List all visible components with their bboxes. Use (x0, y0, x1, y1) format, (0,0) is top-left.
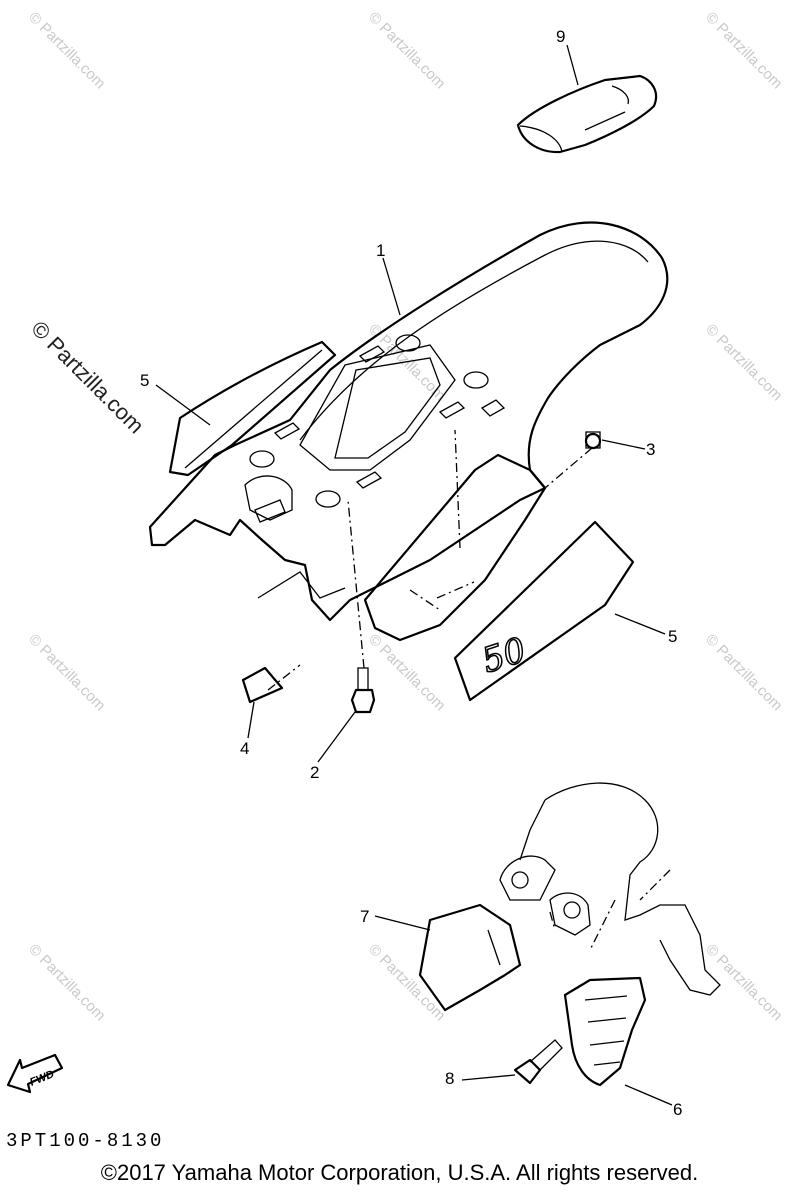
callout-2: 2 (310, 763, 319, 782)
callout-3: 3 (646, 440, 655, 459)
frame-bracket (499, 782, 721, 996)
callout-4: 4 (240, 739, 249, 758)
watermark-grid: © Partzilla.com © Partzilla.com © Partzi… (25, 9, 785, 1024)
watermark: © Partzilla.com (702, 321, 785, 404)
part-7-cover (418, 903, 522, 1012)
watermark: © Partzilla.com (25, 941, 108, 1024)
assembly-lines (267, 429, 671, 951)
fwd-label: FWD (28, 1068, 56, 1089)
watermark: © Partzilla.com (365, 941, 448, 1024)
watermark: © Partzilla.com (702, 941, 785, 1024)
part-5-left-decal (168, 340, 337, 477)
watermark: © Partzilla.com (702, 9, 785, 92)
callout-6: 6 (673, 1100, 682, 1119)
callout-9: 9 (556, 27, 565, 46)
callout-5a: 5 (140, 371, 149, 390)
part-6-guard (563, 976, 647, 1087)
part-4-patch (241, 666, 284, 704)
callout-8: 8 (445, 1069, 454, 1088)
watermark: © Partzilla.com (25, 9, 108, 92)
watermark: © Partzilla.com (365, 631, 448, 714)
watermark: © Partzilla.com (702, 631, 785, 714)
watermark: © Partzilla.com (365, 321, 448, 404)
diagram-code: 3PT100-8130 (6, 1130, 165, 1152)
copyright-notice: ©2017 Yamaha Motor Corporation, U.S.A. A… (100, 1160, 699, 1185)
watermark: © Partzilla.com (25, 631, 108, 714)
callout-5b: 5 (668, 627, 677, 646)
callout-7: 7 (360, 907, 369, 926)
part-3-screw (584, 431, 602, 450)
part-1-rear-fender (148, 221, 669, 622)
leader-lines (155, 44, 673, 1106)
part-8-screw (513, 1039, 563, 1085)
watermark-prominent: © Partzilla.com (26, 316, 149, 439)
fwd-arrow-icon: FWD (6, 1053, 64, 1094)
callout-labels: 1 2 3 4 5 5 6 7 8 9 (140, 27, 682, 1119)
watermark: © Partzilla.com (365, 9, 448, 92)
decal-number: 50 (477, 630, 531, 681)
callout-1: 1 (376, 241, 385, 260)
part-9-pad (516, 74, 658, 154)
part-2-bolt (350, 667, 376, 714)
